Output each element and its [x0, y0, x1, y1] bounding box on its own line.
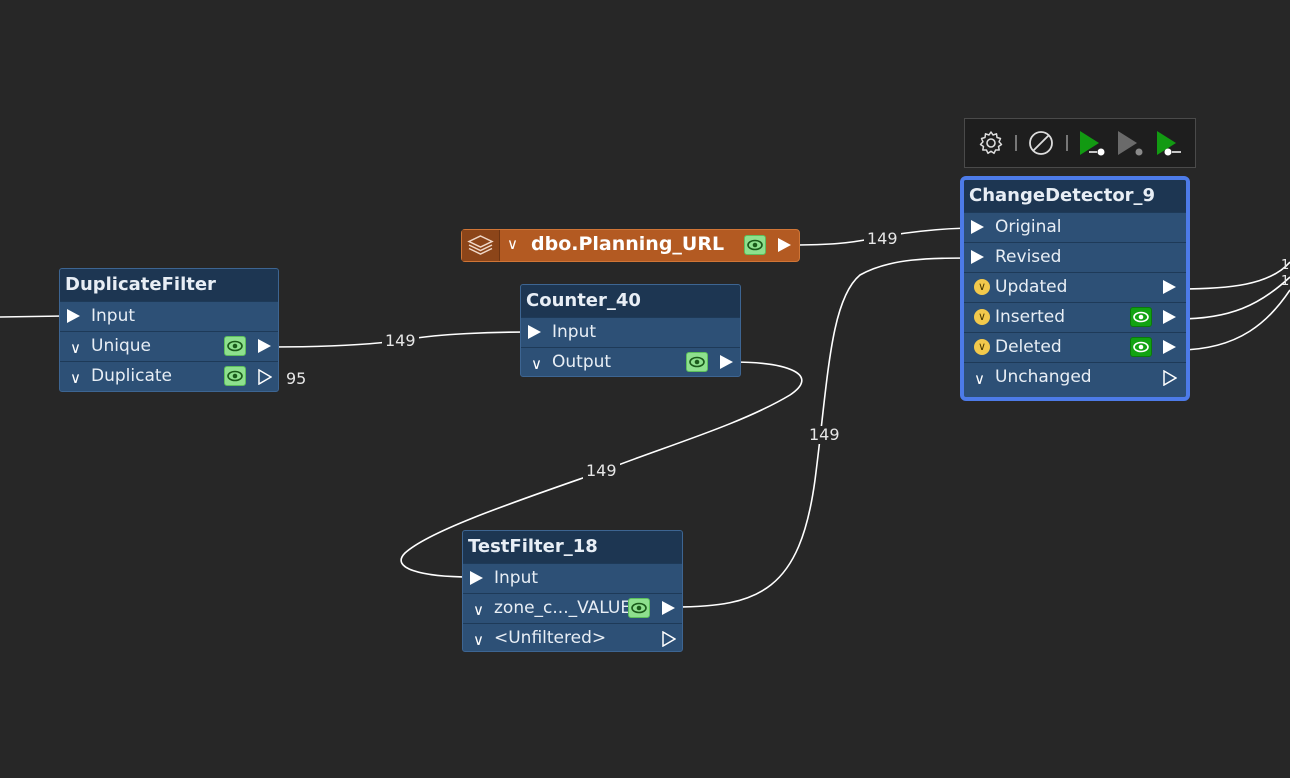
chevron-down-icon[interactable]: ∨	[531, 355, 542, 373]
toolbar-separator	[1066, 135, 1068, 151]
chevron-down-icon[interactable]: ∨	[473, 601, 484, 619]
transformer-testfilter[interactable]: TestFilter_18 Input ∨ zone_c..._VALUE ∨ …	[462, 530, 683, 652]
output-arrow-icon[interactable]	[258, 339, 271, 353]
feature-count-label: 1	[1281, 274, 1290, 289]
transformer-title: DuplicateFilter	[60, 269, 278, 301]
eye-icon[interactable]	[686, 352, 708, 372]
output-port-unique[interactable]: ∨ Unique	[60, 331, 278, 361]
transformer-title: Counter_40	[521, 285, 740, 317]
feature-count-label: 1	[1281, 258, 1290, 273]
output-arrow-icon[interactable]	[720, 355, 733, 369]
port-label: Input	[91, 306, 136, 326]
eye-icon[interactable]	[224, 336, 246, 356]
output-port-inserted[interactable]: ∨ Inserted	[964, 302, 1186, 332]
toolbar-separator	[1015, 135, 1017, 151]
feature-count-label: 149	[382, 332, 419, 350]
transformer-duplicatefilter[interactable]: DuplicateFilter Input ∨ Unique ∨ Duplica…	[59, 268, 279, 392]
output-arrow-icon[interactable]	[778, 238, 791, 252]
feature-type-planning-url[interactable]: ∨ dbo.Planning_URL	[461, 229, 800, 262]
eye-icon[interactable]	[1130, 337, 1152, 357]
output-arrow-unconnected-icon[interactable]	[258, 369, 272, 385]
run-to-this-icon[interactable]	[1077, 128, 1107, 158]
input-port[interactable]: Input	[60, 301, 278, 331]
input-arrow-icon[interactable]	[971, 250, 984, 264]
input-arrow-icon[interactable]	[67, 309, 80, 323]
transformer-toolbar	[964, 118, 1196, 168]
port-label: Updated	[995, 277, 1068, 297]
port-label: Unique	[91, 336, 151, 356]
output-port-updated[interactable]: ∨ Updated	[964, 272, 1186, 302]
port-label: Unchanged	[995, 367, 1092, 387]
input-port-revised[interactable]: Revised	[964, 242, 1186, 272]
eye-icon[interactable]	[1130, 307, 1152, 327]
port-label: Duplicate	[91, 366, 172, 386]
layers-icon	[462, 230, 500, 261]
feature-count-label: 149	[864, 230, 901, 248]
transformer-counter[interactable]: Counter_40 Input ∨ Output	[520, 284, 741, 377]
eye-icon[interactable]	[744, 235, 766, 255]
port-label: Input	[494, 568, 539, 588]
feature-count-label: 149	[583, 462, 620, 480]
port-label: zone_c..._VALUE	[494, 598, 632, 618]
input-port-original[interactable]: Original	[964, 212, 1186, 242]
run-from-this-disabled-icon[interactable]	[1115, 128, 1145, 158]
input-arrow-icon[interactable]	[470, 571, 483, 585]
transformer-title: TestFilter_18	[463, 531, 682, 563]
port-label: <Unfiltered>	[494, 628, 607, 648]
port-label: Deleted	[995, 337, 1062, 357]
output-arrow-unconnected-icon[interactable]	[662, 631, 676, 647]
warning-chevron-icon[interactable]: ∨	[974, 309, 990, 325]
gear-icon[interactable]	[976, 128, 1006, 158]
output-arrow-icon[interactable]	[1163, 310, 1176, 324]
warning-chevron-icon[interactable]: ∨	[974, 339, 990, 355]
input-arrow-icon[interactable]	[528, 325, 541, 339]
chevron-down-icon[interactable]: ∨	[974, 370, 985, 388]
input-port[interactable]: Input	[521, 317, 740, 347]
eye-icon[interactable]	[628, 598, 650, 618]
transformer-title: ChangeDetector_9	[964, 180, 1186, 212]
feature-type-title: dbo.Planning_URL	[531, 233, 725, 255]
output-arrow-icon[interactable]	[1163, 340, 1176, 354]
input-arrow-icon[interactable]	[971, 220, 984, 234]
feature-count-label: 95	[286, 369, 307, 388]
connection-deleted-out[interactable]	[1177, 289, 1290, 351]
output-port-unfiltered[interactable]: ∨ <Unfiltered>	[463, 623, 682, 651]
port-label: Output	[552, 352, 612, 372]
output-port-deleted[interactable]: ∨ Deleted	[964, 332, 1186, 362]
output-arrow-icon[interactable]	[1163, 280, 1176, 294]
connection-testfilter-to-revised[interactable]	[673, 257, 976, 608]
port-label: Revised	[995, 247, 1062, 267]
output-port-unchanged[interactable]: ∨ Unchanged	[964, 362, 1186, 392]
feature-count-label: 149	[806, 426, 843, 444]
warning-chevron-icon[interactable]: ∨	[974, 279, 990, 295]
port-label: Original	[995, 217, 1062, 237]
input-port[interactable]: Input	[463, 563, 682, 593]
connection-incoming-duplicatefilter[interactable]	[0, 315, 65, 318]
output-port[interactable]: ∨ Output	[521, 347, 740, 376]
chevron-down-icon[interactable]: ∨	[473, 631, 484, 649]
connection-inserted-out[interactable]	[1177, 276, 1290, 320]
connection-updated-out[interactable]	[1177, 261, 1290, 290]
output-port-duplicate[interactable]: ∨ Duplicate	[60, 361, 278, 391]
eye-icon[interactable]	[224, 366, 246, 386]
chevron-down-icon[interactable]: ∨	[70, 369, 81, 387]
port-label: Input	[552, 322, 597, 342]
chevron-down-icon[interactable]: ∨	[70, 339, 81, 357]
port-label: Inserted	[995, 307, 1066, 327]
output-arrow-icon[interactable]	[662, 601, 675, 615]
chevron-down-icon[interactable]: ∨	[507, 235, 518, 253]
disable-icon[interactable]	[1026, 128, 1056, 158]
output-arrow-unconnected-icon[interactable]	[1163, 370, 1177, 386]
transformer-changedetector[interactable]: ChangeDetector_9 Original Revised ∨ Upda…	[960, 176, 1190, 401]
run-from-this-icon[interactable]	[1154, 128, 1184, 158]
output-port-zone-value[interactable]: ∨ zone_c..._VALUE	[463, 593, 682, 623]
